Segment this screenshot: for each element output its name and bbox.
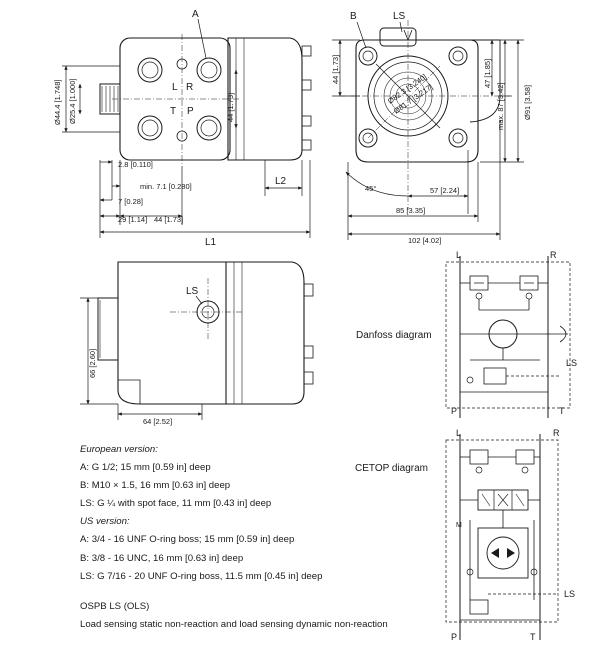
us-a: A: 3/4 - 16 UNF O-ring boss; 15 mm [0.59… (80, 534, 295, 546)
dim-min71: min. 7.1 [0.280] (140, 182, 192, 191)
dim-l2: L2 (275, 176, 287, 187)
danfoss-ls-label: LS (566, 358, 577, 368)
dim-44-bottom: 44 [1.73] (154, 215, 183, 224)
port-a-label: A (192, 9, 199, 20)
dim-45deg: 45° (365, 184, 376, 193)
dim-d254: Ø25.4 [1.000] (68, 79, 77, 124)
dim-64: 64 [2.52] (143, 417, 172, 426)
danfoss-r-label: R (550, 250, 557, 260)
eu-b: B: M10 × 1.5, 16 mm [0.63 in] deep (80, 480, 231, 492)
front-view-dimensions (62, 65, 311, 238)
dim-44-front: 44 [1.73] (226, 93, 235, 122)
us-ls: LS: G 7/16 - 20 UNF O-ring boss, 11.5 mm… (80, 570, 323, 582)
dim-47: 47 [1.85] (483, 59, 492, 88)
dim-44-rear: 44 [1.73] (331, 55, 340, 84)
cetop-schematic (445, 434, 559, 640)
cetop-caption: CETOP diagram (355, 463, 428, 474)
danfoss-l-label: L (456, 250, 461, 260)
side-ls-label: LS (186, 286, 199, 297)
dim-66: 66 [2.60] (88, 349, 97, 378)
danfoss-caption: Danfoss diagram (356, 330, 432, 341)
front-view (96, 18, 312, 166)
port-ls-label: LS (393, 11, 406, 22)
port-t-label: T (170, 106, 176, 117)
dim-max87: max. 87 [3.42] (496, 82, 505, 130)
model-name: OSPB LS (OLS) (80, 600, 150, 612)
port-notes: European version: A: G 1/2; 15 mm [0.59 … (80, 441, 410, 634)
cetop-p-label: P (451, 632, 457, 642)
dim-d91: Ø91 [3.58] (523, 85, 532, 120)
danfoss-p-label: P (451, 406, 457, 416)
dim-7: 7 [0.28] (118, 197, 143, 206)
cetop-l-label: L (456, 428, 461, 438)
rear-view-dimensions (332, 39, 524, 240)
dim-28: 2.8 [0.110] (118, 160, 153, 169)
us-b: B: 3/8 - 16 UNC, 16 mm [0.63 in] deep (80, 552, 244, 564)
port-l-label: L (172, 82, 178, 93)
dim-d448: Ø44.4 [1.748] (53, 80, 62, 125)
danfoss-schematic (445, 256, 571, 418)
dim-29: 29 [1.14] (118, 215, 147, 224)
model-description: Load sensing static non-reaction and loa… (80, 618, 388, 630)
us-title: US version: (80, 516, 130, 528)
dim-57: 57 [2.24] (430, 186, 459, 195)
dim-l1: L1 (205, 237, 217, 248)
rear-view (340, 20, 510, 210)
cetop-t-label: T (530, 632, 536, 642)
port-p-label: P (187, 106, 194, 117)
eu-a: A: G 1/2; 15 mm [0.59 in] deep (80, 462, 211, 474)
cetop-m-label: M (456, 522, 462, 529)
dim-102: 102 [4.02] (408, 236, 441, 245)
eu-title: European version: (80, 444, 158, 455)
eu-ls: LS: G ¼ with spot face, 11 mm [0.43 in] … (80, 498, 272, 510)
cetop-r-label: R (553, 428, 560, 438)
danfoss-t-label: T (559, 406, 565, 416)
dim-85: 85 [3.35] (396, 206, 425, 215)
port-b-label: B (350, 11, 357, 22)
port-r-label: R (186, 82, 193, 93)
cetop-ls-label: LS (564, 589, 575, 599)
side-view (80, 261, 314, 420)
